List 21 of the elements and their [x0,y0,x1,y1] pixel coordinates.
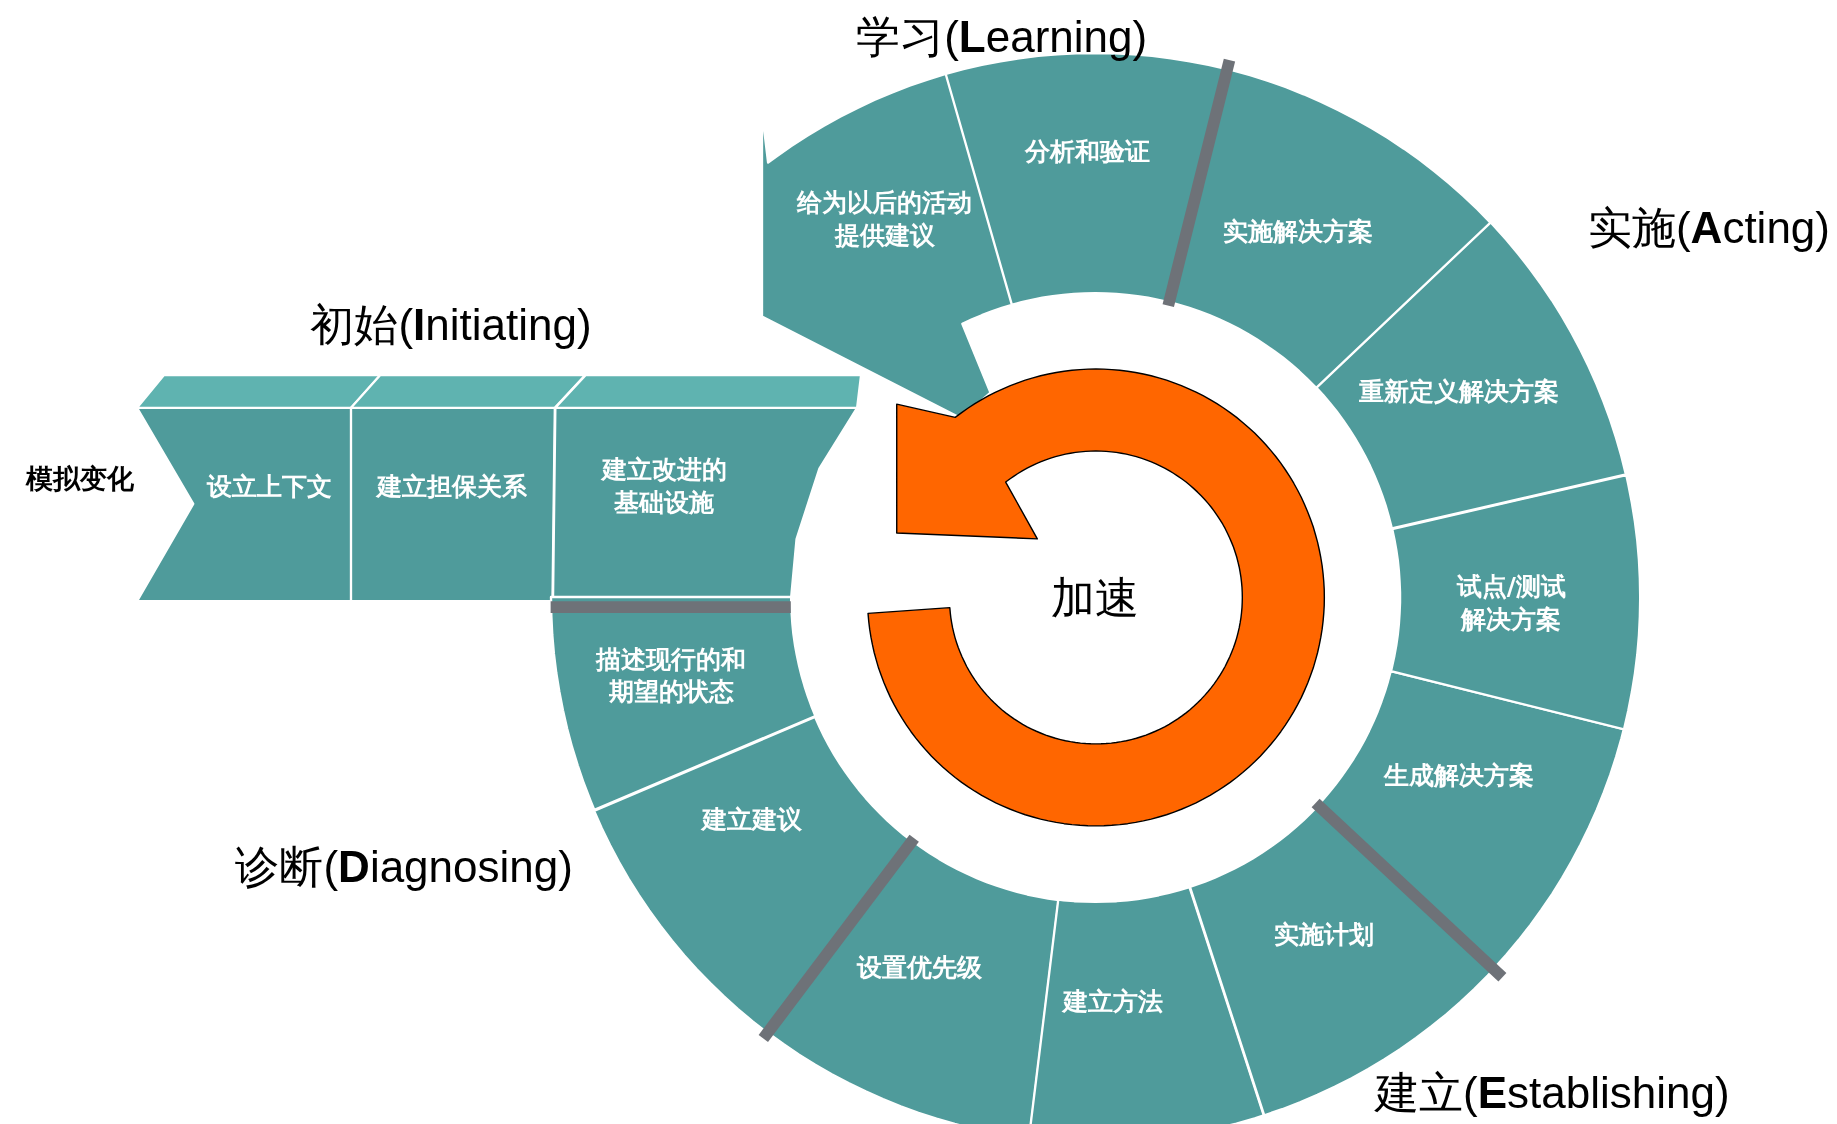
phase-title: 建立(Establishing) [1375,1071,1730,1116]
segment-label: 建立方法 [1061,985,1164,1018]
phase-title: 实施(Acting) [1587,206,1830,251]
phase-title: 诊断(Diagnosing) [235,844,573,889]
phase-title: 学习(Learning) [856,15,1148,60]
segment-label: 生成解决方案 [1382,759,1535,792]
segment-label: 试点/测试解决方案 [1455,570,1567,636]
segment-label: 描述现行的和期望的状态 [594,643,748,708]
segment-label: 建立改进的基础设施 [600,453,728,519]
segment-label: 建立建议 [700,803,804,836]
segment-label: 建立担保关系 [375,471,529,504]
segment-label: 实施解决方案 [1222,215,1375,248]
segment-label: 给为以后的活动提供建议 [795,186,973,252]
segment-label: 设置优先级 [855,951,984,984]
side-label: 模拟变化 [25,464,134,492]
segment-label: 分析和验证 [1023,136,1151,169]
phase-title: 初始(Initiating) [310,302,592,347]
segment-label: 重新定义解决方案 [1357,376,1560,409]
center-label: 加速 [1050,571,1141,625]
segment-label: 设立上下文 [205,471,333,504]
segment-label: 实施计划 [1272,918,1375,951]
